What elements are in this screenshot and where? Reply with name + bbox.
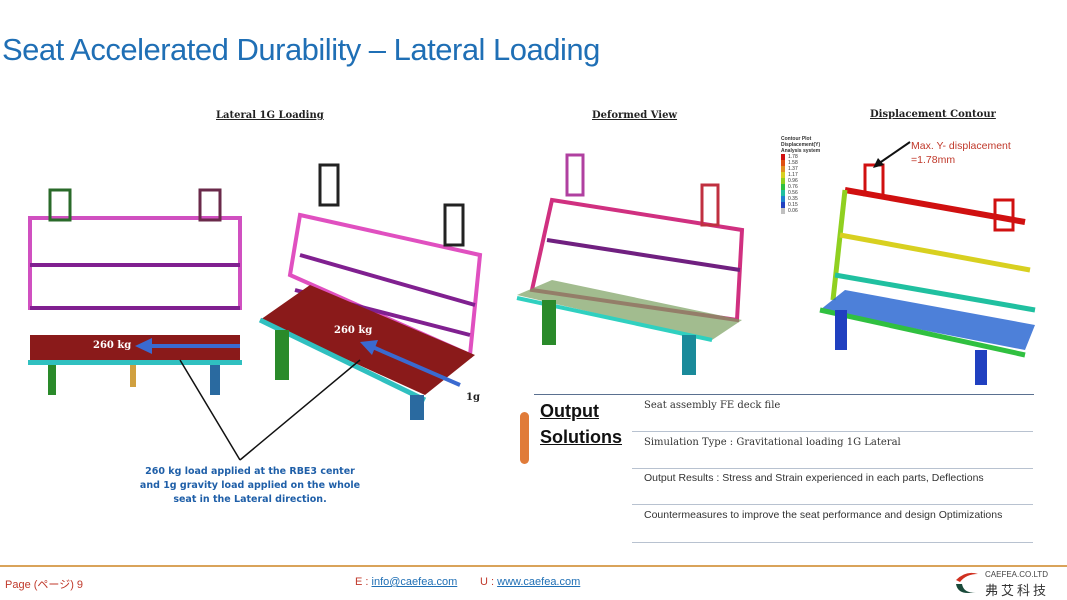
contour-legend: Contour Plot Displacement(Y) Analysis sy… <box>781 136 820 214</box>
annotation-line: =1.78mm <box>911 154 956 166</box>
legend-item: 0.06 <box>781 208 820 214</box>
legend-value: 0.56 <box>788 190 798 196</box>
output-row: Seat assembly FE deck file <box>632 396 1033 432</box>
legend-value: 1.37 <box>788 166 798 172</box>
company-name-cn: 弗艾科技 <box>985 583 1050 598</box>
legend-item: 0.56 <box>781 190 820 196</box>
legend-item: 1.37 <box>781 166 820 172</box>
legend-item: 1.78 <box>781 154 820 160</box>
legend-title: Contour Plot <box>781 136 812 142</box>
page-number: Page (ページ) 9 <box>5 579 84 591</box>
load-label-right: 260 kg <box>334 325 373 336</box>
legend-swatch <box>781 166 785 172</box>
max-arrow <box>873 141 911 168</box>
output-solutions-heading: Output Solutions <box>540 398 622 450</box>
company-name: CAEFEA.CO.LTD <box>985 570 1048 579</box>
legend-swatch <box>781 208 785 214</box>
slide-title: Seat Accelerated Durability – Lateral Lo… <box>2 32 600 67</box>
legend-swatch <box>781 178 785 184</box>
callout-arrows <box>179 359 361 461</box>
legend-swatch <box>781 160 785 166</box>
deformed-view-image <box>516 153 745 375</box>
max-displacement-annotation: Max. Y- displacement =1.78mm <box>911 139 1011 167</box>
legend-item: 0.35 <box>781 196 820 202</box>
legend-title: Displacement(Y) <box>781 142 821 148</box>
displacement-contour-image <box>819 163 1036 385</box>
email-link[interactable]: info@caefea.com <box>371 576 458 588</box>
legend-swatch <box>781 172 785 178</box>
heading-line: Solutions <box>540 427 622 447</box>
gravity-label: 1g <box>466 392 480 403</box>
legend-item: 1.58 <box>781 160 820 166</box>
legend-value: 0.96 <box>788 178 798 184</box>
legend-value: 1.17 <box>788 172 798 178</box>
divider <box>534 394 1034 395</box>
load-note: 260 kg load applied at the RBE3 center a… <box>139 466 361 505</box>
section-title-contour: Displacement Contour <box>870 109 996 120</box>
output-row: Output Results : Stress and Strain exper… <box>632 469 1033 505</box>
seat-iso-view-image <box>258 163 483 420</box>
email-contact: E : info@caefea.com <box>355 576 457 588</box>
legend-title: Analysis system <box>781 148 821 154</box>
load-label-left: 260 kg <box>93 340 132 351</box>
legend-value: 0.15 <box>788 202 798 208</box>
section-title-lateral: Lateral 1G Loading <box>216 110 324 121</box>
legend-value: 0.76 <box>788 184 798 190</box>
legend-item: 0.96 <box>781 178 820 184</box>
accent-bar <box>520 412 529 464</box>
legend-swatch <box>781 196 785 202</box>
email-label: E : <box>355 576 369 588</box>
annotation-line: Max. Y- displacement <box>911 140 1011 152</box>
url-link[interactable]: www.caefea.com <box>497 576 581 588</box>
legend-item: 0.76 <box>781 184 820 190</box>
legend-value: 0.06 <box>788 208 798 214</box>
output-row: Countermeasures to improve the seat perf… <box>632 506 1033 543</box>
url-contact: U : www.caefea.com <box>480 576 580 588</box>
footer-divider <box>0 565 1067 567</box>
legend-value: 1.78 <box>788 154 798 160</box>
legend-swatch <box>781 184 785 190</box>
heading-line: Output <box>540 401 599 421</box>
output-row: Simulation Type : Gravitational loading … <box>632 433 1033 469</box>
legend-item: 0.15 <box>781 202 820 208</box>
legend-value: 1.58 <box>788 160 798 166</box>
legend-swatch <box>781 190 785 196</box>
legend-swatch <box>781 202 785 208</box>
legend-swatch <box>781 154 785 160</box>
company-logo-icon <box>956 572 978 593</box>
section-title-deformed: Deformed View <box>592 110 678 121</box>
legend-item: 1.17 <box>781 172 820 178</box>
legend-value: 0.35 <box>788 196 798 202</box>
url-label: U : <box>480 576 495 588</box>
seat-front-view-image <box>28 188 242 395</box>
